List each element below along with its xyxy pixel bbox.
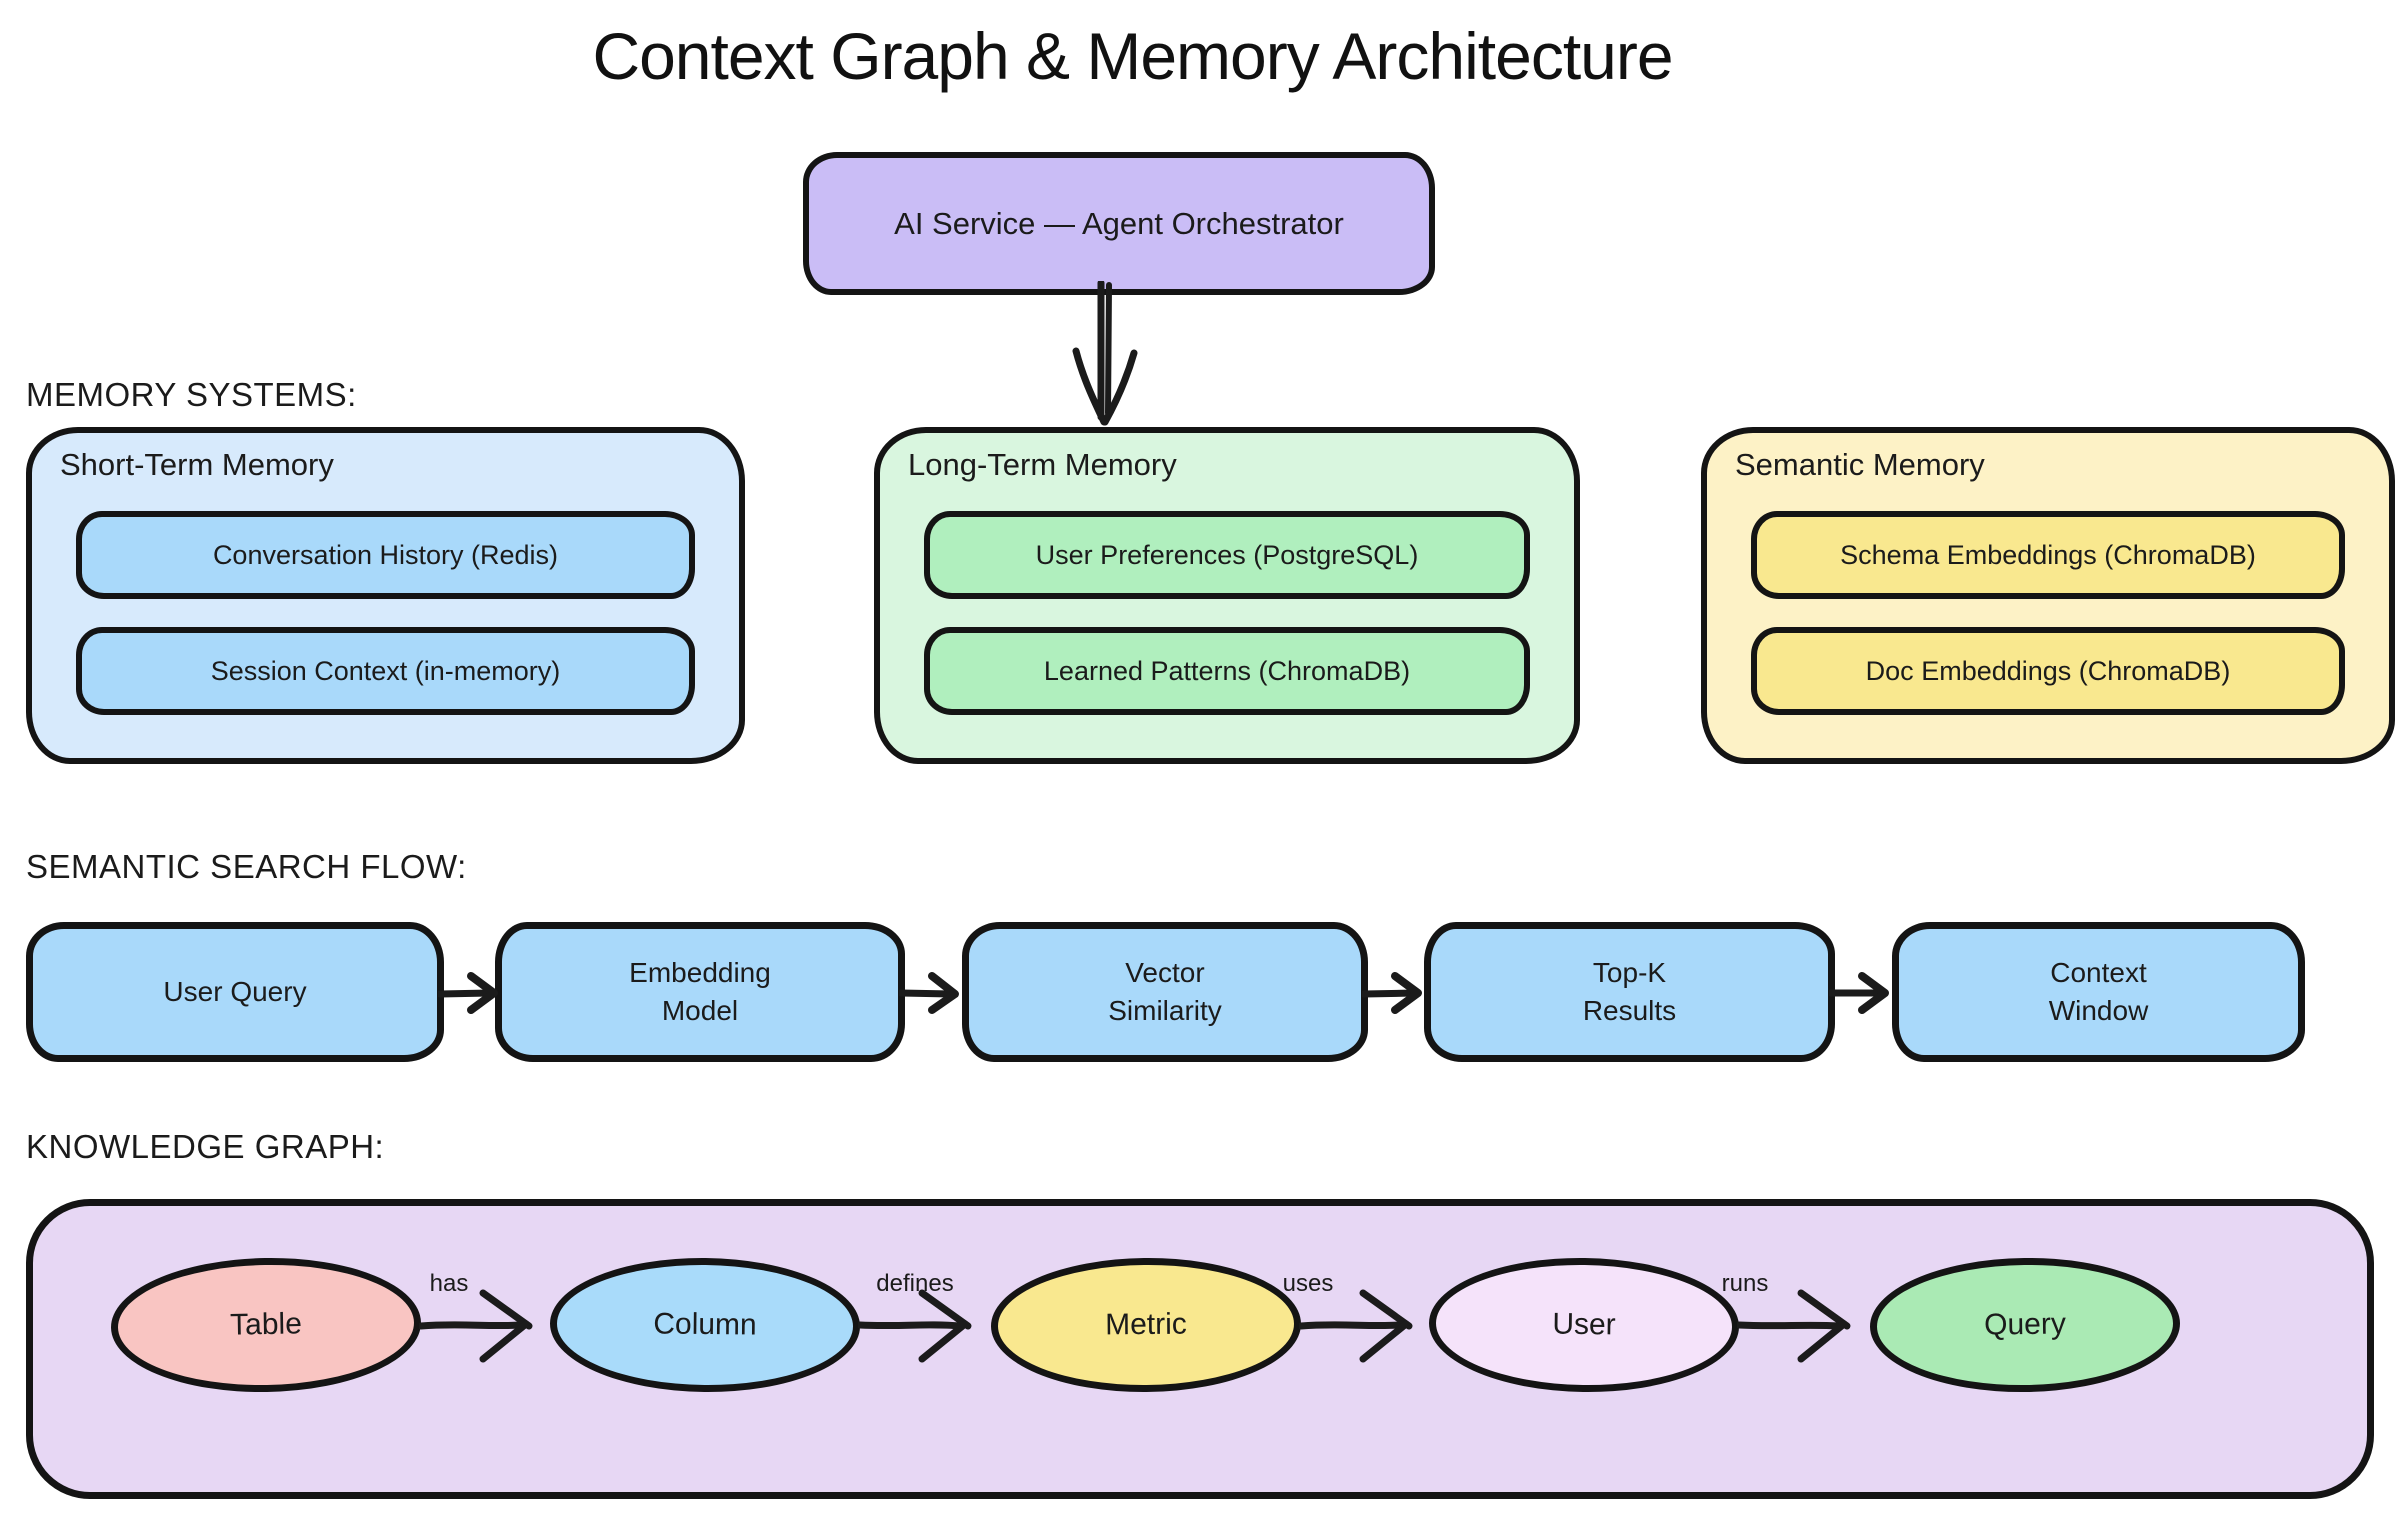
semantic-search-flow-heading: SEMANTIC SEARCH FLOW: [26, 848, 467, 885]
flow-arrow-icon [899, 972, 959, 1014]
memory-item: User Preferences (PostgreSQL) [924, 511, 1530, 599]
flow-step-label: Embedding [629, 957, 771, 989]
flow-step-vector-similarity: Vector Similarity [962, 922, 1368, 1062]
card-title: Long-Term Memory [908, 447, 1177, 482]
orchestrator-label: AI Service — Agent Orchestrator [894, 205, 1344, 241]
diagram-title: Context Graph & Memory Architecture [592, 19, 1673, 93]
flow-step-label: User Query [163, 976, 307, 1008]
kg-edge-arrow-icon [1737, 1289, 1851, 1363]
kg-node-label: User [1552, 1307, 1616, 1342]
flow-step-top-k-results: Top-K Results [1424, 922, 1835, 1062]
knowledge-graph-container: Table Column Metric User Query [26, 1199, 2374, 1499]
flow-step-context-window: Context Window [1892, 922, 2305, 1062]
orchestrator-node: AI Service — Agent Orchestrator [803, 152, 1435, 295]
memory-item: Session Context (in-memory) [76, 627, 695, 715]
kg-node-column: Column [549, 1256, 861, 1394]
kg-node-table: Table [109, 1255, 423, 1395]
flow-step-label: Vector [1125, 957, 1205, 989]
kg-edge-label-defines: defines [876, 1270, 954, 1297]
flow-step-embedding-model: Embedding Model [495, 922, 905, 1062]
flow-step-label: Similarity [1108, 995, 1222, 1026]
kg-edge-arrow-icon [858, 1289, 972, 1363]
memory-item: Learned Patterns (ChromaDB) [924, 627, 1530, 715]
flow-arrow-icon [1829, 972, 1889, 1014]
kg-edge-arrow-icon [419, 1289, 533, 1363]
long-term-memory-card: Long-Term Memory User Preferences (Postg… [874, 427, 1580, 764]
memory-item: Doc Embeddings (ChromaDB) [1751, 627, 2345, 715]
flow-step-label: Model [661, 995, 739, 1026]
flow-step-label: Context [2050, 957, 2147, 989]
card-title: Short-Term Memory [60, 447, 334, 482]
flow-arrow-icon [438, 972, 498, 1014]
card-title: Semantic Memory [1735, 447, 1985, 482]
semantic-memory-card: Semantic Memory Schema Embeddings (Chrom… [1701, 427, 2395, 764]
kg-node-label: Metric [1105, 1307, 1187, 1342]
flow-arrow-icon [1362, 972, 1422, 1014]
kg-node-query: Query [1869, 1256, 2181, 1394]
flow-step-label: Results [1582, 995, 1677, 1026]
memory-item: Conversation History (Redis) [76, 511, 695, 599]
flow-step-label: Window [2048, 995, 2149, 1026]
memory-item: Schema Embeddings (ChromaDB) [1751, 511, 2345, 599]
kg-edge-arrow-icon [1299, 1289, 1413, 1363]
kg-node-label: Table [229, 1307, 303, 1342]
memory-systems-heading: MEMORY SYSTEMS: [26, 376, 357, 413]
flow-step-user-query: User Query [26, 922, 444, 1062]
short-term-memory-card: Short-Term Memory Conversation History (… [26, 427, 745, 764]
kg-edge-label-runs: runs [1721, 1270, 1769, 1297]
orchestrator-to-longterm-arrow-icon [1072, 281, 1138, 426]
kg-edge-label-has: has [429, 1270, 469, 1297]
kg-node-label: Column [653, 1307, 757, 1342]
kg-node-label: Query [1983, 1307, 2067, 1342]
kg-edge-label-uses: uses [1282, 1270, 1334, 1297]
flow-step-label: Top-K [1592, 957, 1667, 989]
knowledge-graph-heading: KNOWLEDGE GRAPH: [26, 1128, 385, 1165]
